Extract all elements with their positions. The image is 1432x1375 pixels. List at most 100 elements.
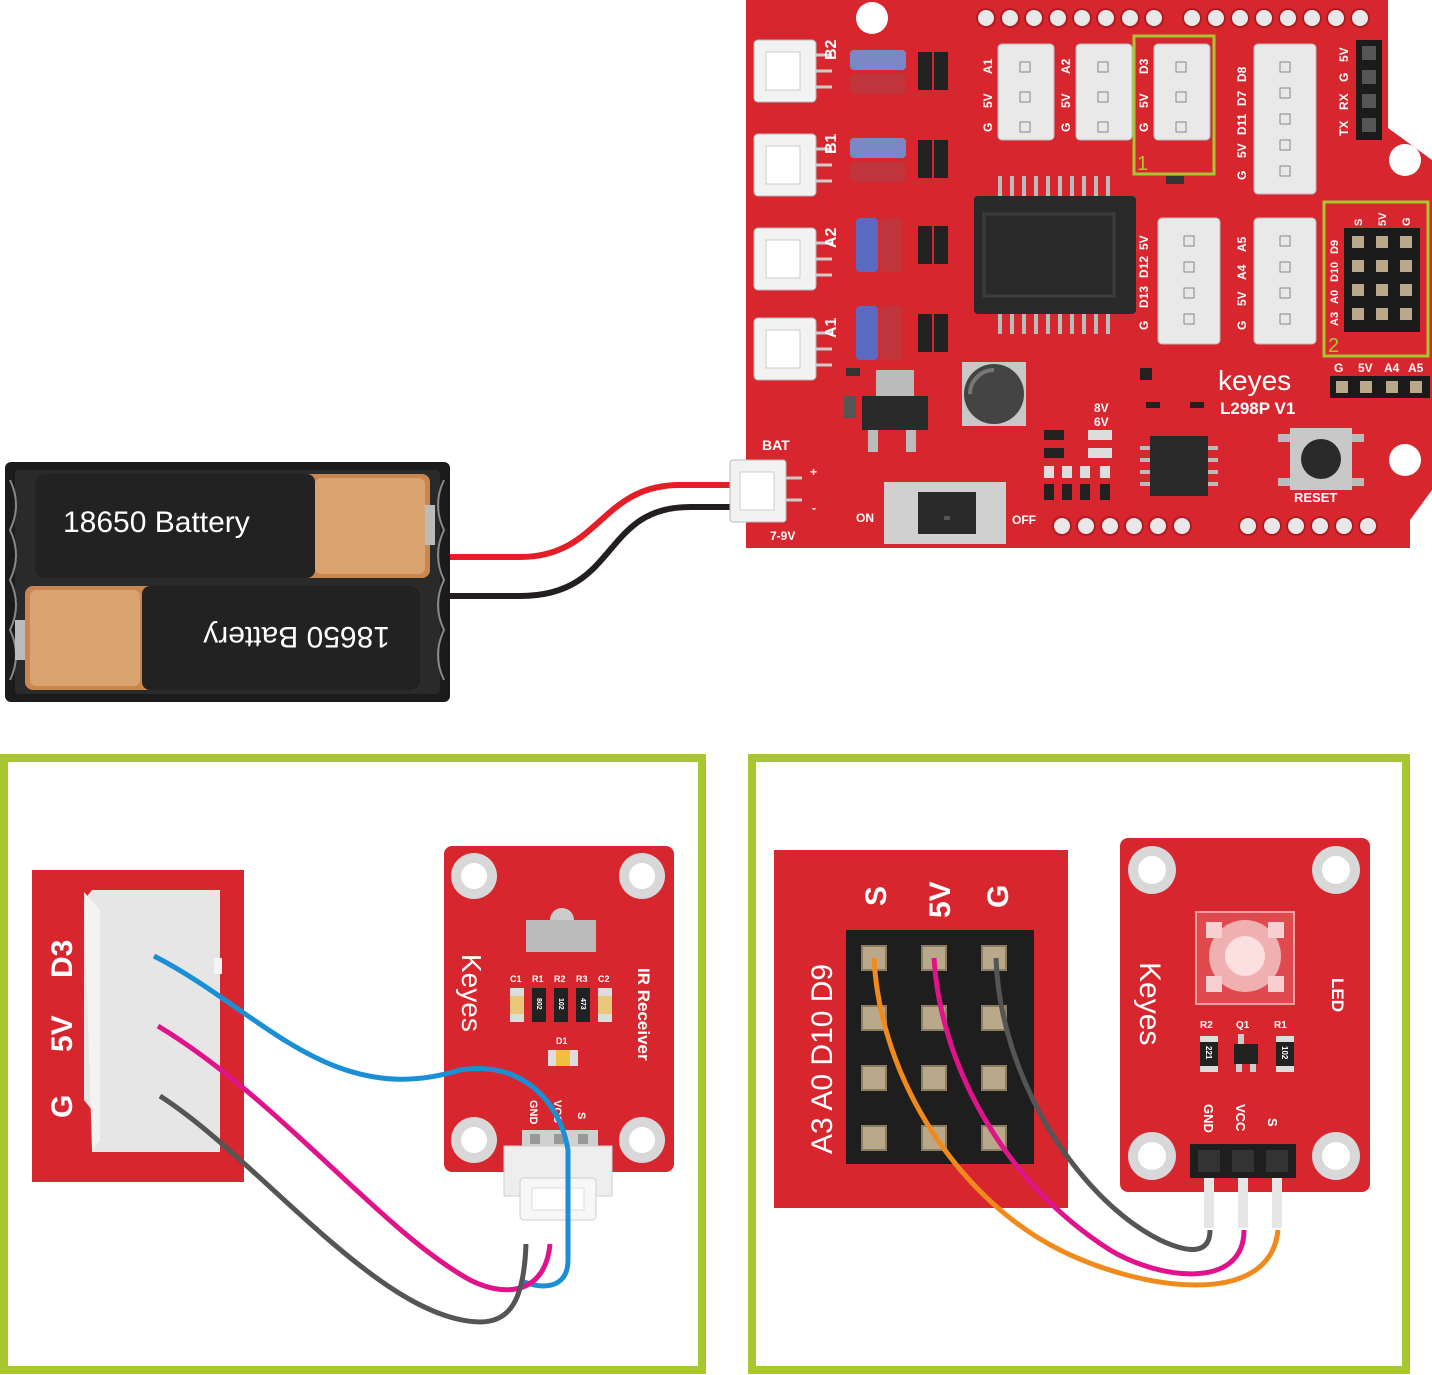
battery-cell-bottom: 18650 Battery [15, 586, 420, 690]
battery-holder: 18650 Battery 18650 Battery [5, 462, 450, 702]
battery-cell-top: 18650 Battery [35, 474, 435, 578]
header-d3-label-g: G [1137, 123, 1151, 132]
ir-receiver-module: Keyes IR Receiver C1 R1 R2 R3 C2 802 102… [444, 846, 674, 1172]
led-code-102: 102 [1280, 1046, 1289, 1060]
bat-voltage: 7-9V [770, 529, 795, 543]
led-label-r1: R1 [1274, 1020, 1287, 1031]
jumper-label-6v: 6V [1094, 415, 1109, 429]
highlight-box-2 [1322, 200, 1430, 358]
detail-panel-2: 2 S 5V G A3 A0 D10 D9 [748, 754, 1410, 1374]
matrix-row-d10: D10 [1329, 262, 1341, 282]
matrix-row-a3: A3 [1329, 312, 1341, 326]
header-d8-label-d8: D8 [1235, 66, 1249, 82]
bat-connector: BAT + - 7-9V [729, 437, 817, 543]
header-a1-label-g: G [981, 123, 995, 132]
matrix-row-d9: D9 [1329, 240, 1341, 254]
panel2-wire-magenta [931, 957, 1247, 1277]
motor-label-a2: A2 [823, 227, 840, 248]
ir-pin-s: S [575, 1112, 587, 1119]
highlight-marker-2: 2 [1328, 335, 1339, 357]
uart-label-tx: TX [1337, 121, 1351, 136]
electrolytic-capacitor [962, 362, 1026, 426]
l298p-shield: B2 B1 A2 A1 [729, 0, 1432, 548]
panel2-col-5v: 5V [924, 881, 957, 918]
bottom-pin-row: G 5V A4 A5 [1330, 361, 1430, 398]
battery-label-bottom: 18650 Battery [203, 620, 390, 653]
switch-off-label: OFF [1012, 513, 1036, 527]
motor-terminal-b2: B2 [753, 39, 840, 103]
motor-terminal-a1: A1 [753, 317, 840, 381]
header-a4-label-a5: A5 [1235, 236, 1249, 252]
header-a1-label-a1: A1 [981, 58, 995, 74]
header-d13: G D13 D12 5V [1137, 217, 1221, 345]
panel1-port-g: G [46, 1095, 79, 1118]
matrix-col-5v: 5V [1377, 212, 1389, 226]
panel2-rows: A3 A0 D10 D9 [806, 964, 839, 1154]
ir-code-102: 102 [557, 998, 564, 1010]
uart-header: TX RX G 5V [1337, 40, 1382, 140]
uart-label-5v: 5V [1337, 47, 1351, 62]
bat-minus: - [812, 501, 816, 515]
led-module-brand: Keyes [1133, 962, 1166, 1045]
header-a4-label-g: G [1235, 321, 1249, 330]
bottom-pin-a4: A4 [1384, 361, 1400, 375]
header-a2-label-g: G [1059, 123, 1073, 132]
highlight-box-1 [1132, 34, 1216, 176]
led-module: Keyes LED R2 Q1 R1 221 102 GND VCC S [1120, 838, 1370, 1228]
led-pin-s: S [1265, 1118, 1280, 1127]
matrix-row-a0: A0 [1329, 290, 1341, 304]
eeprom-chip [1140, 436, 1218, 496]
uart-label-g: G [1337, 73, 1351, 82]
power-switch[interactable]: ON OFF [856, 482, 1036, 544]
detail-panel-1: 1 G 5V D3 Keyes IR Receiver C1 R1 R2 R3 … [0, 754, 706, 1374]
motor-label-a1: A1 [823, 317, 840, 338]
switch-on-label: ON [856, 511, 874, 525]
header-d13-label-5v: 5V [1137, 235, 1151, 250]
header-d3-label-5v: 5V [1137, 93, 1151, 108]
header-a2-label-a2: A2 [1059, 58, 1073, 74]
ir-code-802: 802 [535, 998, 542, 1010]
header-d8: G 5V D11 D7 D8 [1235, 43, 1317, 195]
header-d3: G 5V D3 [1137, 43, 1211, 141]
ir-module-brand: Keyes [456, 954, 487, 1032]
panel1-wire-magenta [156, 1023, 553, 1293]
panel2-col-g: G [982, 885, 1015, 908]
header-a2: G 5V A2 [1059, 43, 1133, 141]
bottom-pin-g: G [1334, 361, 1343, 375]
header-d3-label-d3: D3 [1137, 58, 1151, 74]
ir-label-c2: C2 [598, 974, 610, 984]
ir-label-d1: D1 [556, 1036, 568, 1046]
ir-module-name: IR Receiver [634, 968, 653, 1061]
header-a4: G 5V A4 A5 [1235, 217, 1317, 345]
panel1-wire-blue [152, 953, 571, 1289]
header-a1-label-5v: 5V [981, 93, 995, 108]
panel2-col-s: S [860, 886, 893, 906]
bat-label: BAT [762, 437, 790, 453]
header-a1: G 5V A1 [981, 43, 1055, 141]
ir-label-r1: R1 [532, 974, 544, 984]
header-d8-label-5v: 5V [1235, 143, 1249, 158]
ir-label-r3: R3 [576, 974, 588, 984]
shield-model: L298P V1 [1220, 399, 1295, 418]
header-a2-label-5v: 5V [1059, 93, 1073, 108]
panel1-port-5v: 5V [46, 1015, 79, 1052]
highlight-marker-1: 1 [1137, 153, 1148, 175]
motor-terminal-a2: A2 [753, 227, 840, 291]
reset-button[interactable]: RESET [1278, 428, 1364, 505]
motor-terminal-b1: B1 [753, 133, 840, 197]
header-d8-label-d11: D11 [1235, 113, 1249, 135]
matrix-col-s: S [1353, 219, 1365, 226]
jumper-label-8v: 8V [1094, 401, 1109, 415]
bottom-pin-a5: A5 [1408, 361, 1424, 375]
led-label-r2: R2 [1200, 1020, 1213, 1031]
ir-pin-gnd: GND [527, 1100, 539, 1125]
ir-label-c1: C1 [510, 974, 522, 984]
motor-leds [850, 50, 906, 360]
battery-red-wire [450, 482, 738, 560]
ir-code-473: 473 [579, 998, 586, 1010]
bat-plus: + [810, 465, 817, 479]
header-d13-label-g: G [1137, 321, 1151, 330]
uart-label-rx: RX [1337, 93, 1351, 110]
led-pin-vcc: VCC [1233, 1104, 1248, 1132]
panel1-wire-gray [158, 1093, 529, 1325]
